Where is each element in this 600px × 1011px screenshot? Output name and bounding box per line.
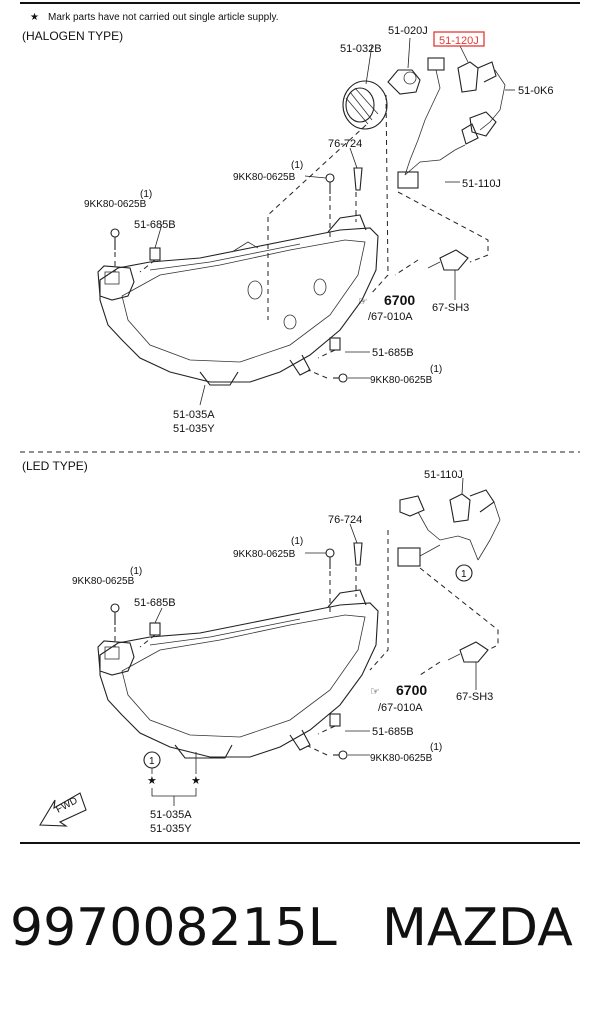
- label-9KK-left-qty-led: (1): [130, 566, 142, 577]
- harness-51-110J-led: [397, 489, 501, 567]
- star-icon-left: ★: [147, 775, 157, 787]
- label-51-035A-halogen: 51-035A: [173, 409, 215, 421]
- label-9KK-bot-qty: (1): [430, 364, 442, 375]
- svg-text:FWD: FWD: [54, 795, 79, 815]
- section-halogen-title: (HALOGEN TYPE): [22, 29, 123, 43]
- label-9KK-left: 9KK80-0625B: [84, 199, 147, 210]
- screw-9KK80-bottom: [333, 373, 348, 383]
- label-51-685B-left: 51-685B: [134, 219, 176, 231]
- pointer-icon-led: ☞: [370, 686, 380, 698]
- label-76-724-led: 76-724: [328, 514, 362, 526]
- callout-1-led-top: 1: [461, 569, 467, 580]
- connector-51-110J: [397, 171, 419, 189]
- label-67-010A-led: /67-010A: [378, 702, 423, 714]
- label-9KK-top-qty: (1): [291, 160, 303, 171]
- label-76-724: 76-724: [328, 138, 362, 150]
- bulb-51-020J: [387, 69, 421, 95]
- label-67-SH3-halogen: 67-SH3: [432, 302, 469, 314]
- label-51-032B: 51-032B: [340, 43, 382, 55]
- label-51-110J-led: 51-110J: [424, 469, 463, 481]
- part-number: 997008215L: [10, 898, 337, 958]
- clip-51-685B-left: [149, 247, 161, 261]
- bulb-51-120J: [457, 61, 497, 93]
- label-67-010A-halogen: /67-010A: [368, 311, 413, 323]
- label-9KK-bot: 9KK80-0625B: [370, 375, 433, 386]
- label-9KK-top-led: 9KK80-0625B: [233, 549, 296, 560]
- socket-67-SH3: [439, 249, 469, 271]
- halogen-headlamp-group: [97, 37, 515, 406]
- label-6700-led: 6700: [396, 682, 427, 698]
- brand-name: MAZDA: [382, 898, 573, 958]
- label-9KK-left-led: 9KK80-0625B: [72, 576, 135, 587]
- harness-51-0K6: [404, 69, 506, 176]
- label-9KK-bot-qty-led: (1): [430, 742, 442, 753]
- clip-51-685B-left-led: [149, 622, 161, 636]
- screw-9KK80-top: [325, 173, 335, 194]
- screw-9KK80-bottom-led: [333, 750, 348, 760]
- label-9KK-bot-led: 9KK80-0625B: [370, 753, 433, 764]
- callout-circle-led-top: [455, 564, 473, 582]
- label-51-110J: 51-110J: [462, 178, 501, 190]
- label-51-685B-right-led: 51-685B: [372, 726, 414, 738]
- label-51-685B-left-led: 51-685B: [134, 597, 176, 609]
- led-headlamp-group: 1: [39, 477, 501, 827]
- callout-1-led-bottom: 1: [149, 756, 155, 767]
- screw-9KK80-left: [110, 228, 120, 250]
- label-51-035Y-led: 51-035Y: [150, 823, 192, 835]
- fwd-arrow-icon: FWD: [39, 792, 87, 827]
- parts-diagram: ★ Mark parts have not carried out single…: [20, 2, 580, 844]
- screw-9KK80-top-led: [325, 548, 335, 569]
- socket-67-SH3-led: [459, 641, 489, 663]
- star-note-icon: ★: [30, 12, 39, 23]
- label-9KK-top: 9KK80-0625B: [233, 172, 296, 183]
- label-51-120J: 51-120J: [439, 35, 479, 47]
- pointer-icon-halogen: ☞: [358, 296, 368, 308]
- headlamp-housing-halogen: [99, 227, 379, 383]
- label-9KK-left-qty: (1): [140, 189, 152, 200]
- clip-76-724: [353, 167, 363, 191]
- connector-halogen: [427, 57, 445, 71]
- highlight-box-51-120J: [433, 31, 485, 47]
- clip-76-724-led: [353, 542, 363, 566]
- clip-51-685B-right-led: [329, 713, 341, 727]
- label-51-685B-right: 51-685B: [372, 347, 414, 359]
- label-9KK-top-qty-led: (1): [291, 536, 303, 547]
- label-67-SH3-led: 67-SH3: [456, 691, 493, 703]
- label-6700-halogen: 6700: [384, 292, 415, 308]
- supply-note: Mark parts have not carried out single a…: [48, 12, 278, 23]
- section-led-title: (LED TYPE): [22, 459, 88, 473]
- label-51-035Y-halogen: 51-035Y: [173, 423, 215, 435]
- label-51-020J: 51-020J: [388, 25, 428, 37]
- star-icon-right: ★: [191, 775, 201, 787]
- label-51-0K6: 51-0K6: [518, 85, 553, 97]
- bulb-cover-51-032B: [342, 80, 388, 130]
- screw-9KK80-left-led: [110, 603, 120, 625]
- headlamp-housing-led: [99, 602, 379, 758]
- clip-51-685B-right: [329, 337, 341, 351]
- label-51-035A-led: 51-035A: [150, 809, 192, 821]
